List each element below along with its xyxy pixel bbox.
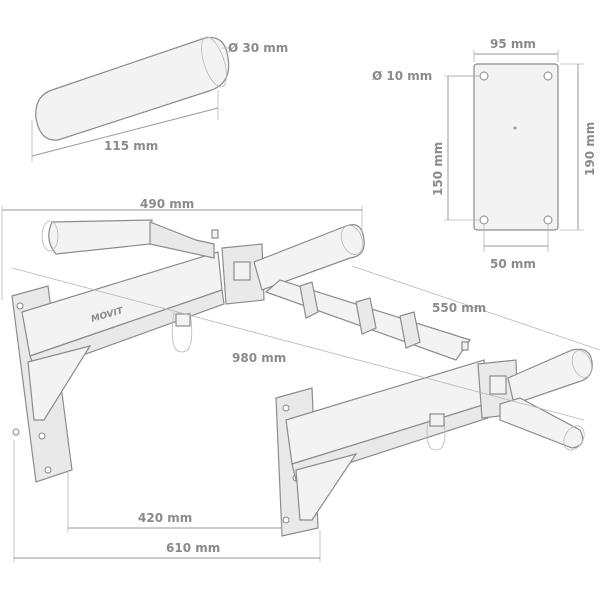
hole-spacing-vertical-label: 150 mm <box>431 142 445 196</box>
bar-width-dim-line <box>351 265 600 351</box>
left-grip <box>48 219 153 255</box>
plate-hole-top-left <box>479 71 489 81</box>
plate-height-label: 190 mm <box>583 122 597 176</box>
plate-hole-bottom-right <box>543 215 553 225</box>
grip-detail <box>31 36 232 162</box>
left-handle <box>253 224 365 291</box>
total-length-label: 980 mm <box>232 351 286 365</box>
total-length-dim-line <box>11 267 585 421</box>
mount-spacing-label: 420 mm <box>138 511 192 525</box>
plate-hole-diameter-label: Ø 10 mm <box>372 69 432 83</box>
total-width-label: 610 mm <box>166 541 220 555</box>
grip-end <box>201 36 227 88</box>
plate-width-label: 95 mm <box>490 37 536 51</box>
plate-detail <box>444 50 584 252</box>
grip-length-label: 115 mm <box>104 139 158 153</box>
grip-spacing-label: 490 mm <box>140 197 194 211</box>
mounting-plate <box>473 63 559 231</box>
left-grip-bend <box>149 221 215 259</box>
right-grip <box>499 397 584 449</box>
bar-width-label: 550 mm <box>432 301 486 315</box>
bar-band-1 <box>299 281 319 319</box>
grip-diameter-label: Ø 30 mm <box>228 41 288 55</box>
grip-cylinder <box>35 36 230 141</box>
pull-up-bar <box>11 219 593 537</box>
hole-spacing-horizontal-label: 50 mm <box>490 257 536 271</box>
right-hook <box>426 419 446 451</box>
bar-band-3 <box>399 311 421 349</box>
main-dimensions <box>1 206 600 562</box>
left-bolt <box>211 229 219 239</box>
right-handle <box>507 348 593 405</box>
left-brace <box>27 345 92 421</box>
bar-band-2 <box>355 297 377 335</box>
plate-center-mark <box>513 126 517 130</box>
right-brace <box>295 453 358 521</box>
right-bolt <box>461 341 469 351</box>
grip-length-dim-line <box>31 107 219 157</box>
plate-hole-top-right <box>543 71 553 81</box>
left-hook <box>171 311 193 353</box>
plate-hole-bottom-left <box>479 215 489 225</box>
